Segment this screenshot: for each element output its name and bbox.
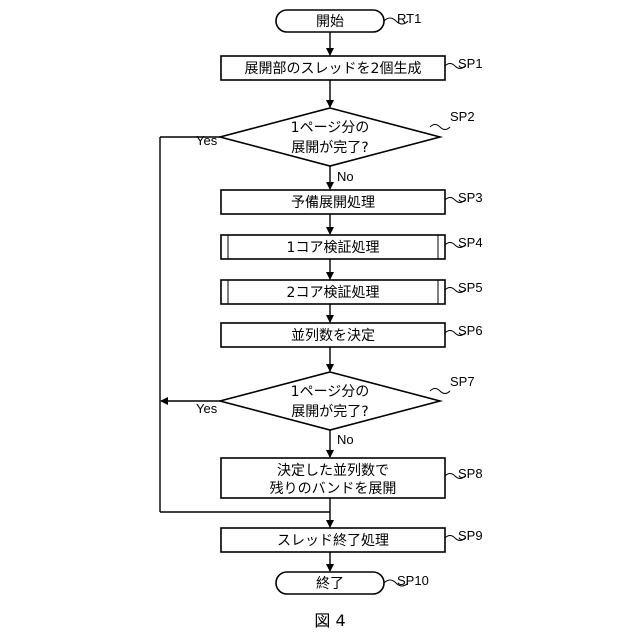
process-sp6: 並列数を決定: [221, 323, 445, 347]
sp2-line1: 1ページ分の: [291, 120, 370, 136]
tag-sp7: SP7: [450, 374, 475, 389]
tag-sp1: SP1: [458, 56, 483, 71]
subroutine-sp4: 1コア検証処理: [221, 235, 445, 259]
sp9-label: スレッド終了処理: [277, 533, 389, 549]
start-terminal: 開始: [276, 10, 384, 32]
tag-sp2: SP2: [450, 109, 475, 124]
end-terminal: 終了: [276, 572, 384, 594]
sp4-label: 1コア検証処理: [287, 240, 380, 256]
process-sp1: 展開部のスレッドを2個生成: [221, 56, 445, 80]
decision-sp7: 1ページ分の 展開が完了?: [220, 372, 440, 430]
sp5-label: 2コア検証処理: [287, 285, 380, 301]
tag-sp8: SP8: [458, 466, 483, 481]
figure-caption: 図 4: [314, 611, 345, 630]
sp8-line2: 残りのバンドを展開: [270, 481, 397, 497]
sp6-label: 並列数を決定: [291, 328, 375, 344]
tag-sp3: SP3: [458, 190, 483, 205]
tag-sp9: SP9: [458, 528, 483, 543]
sp2-no-label: No: [337, 169, 354, 184]
process-sp9: スレッド終了処理: [221, 528, 445, 552]
sp2-yes-label: Yes: [196, 133, 218, 148]
tag-sp4: SP4: [458, 235, 483, 250]
sp7-yes-label: Yes: [196, 401, 218, 416]
tag-rt1: RT1: [397, 11, 421, 26]
decision-sp2: 1ページ分の 展開が完了?: [220, 108, 440, 166]
tag-sp5: SP5: [458, 280, 483, 295]
tag-sp10: SP10: [397, 573, 429, 588]
sp7-no-label: No: [337, 432, 354, 447]
sp3-label: 予備展開処理: [291, 195, 375, 211]
tag-sp6: SP6: [458, 323, 483, 338]
process-sp8: 決定した並列数で 残りのバンドを展開: [221, 458, 445, 498]
sp1-label: 展開部のスレッドを2個生成: [245, 61, 422, 77]
sp2-line2: 展開が完了?: [291, 140, 368, 156]
sp8-line1: 決定した並列数で: [277, 463, 389, 479]
end-label: 終了: [316, 576, 344, 592]
start-label: 開始: [316, 14, 344, 30]
sp7-line2: 展開が完了?: [291, 404, 368, 420]
tag-leader: [430, 389, 450, 394]
tag-leader: [430, 125, 450, 130]
sp7-line1: 1ページ分の: [291, 384, 370, 400]
subroutine-sp5: 2コア検証処理: [221, 280, 445, 304]
process-sp3: 予備展開処理: [221, 190, 445, 214]
